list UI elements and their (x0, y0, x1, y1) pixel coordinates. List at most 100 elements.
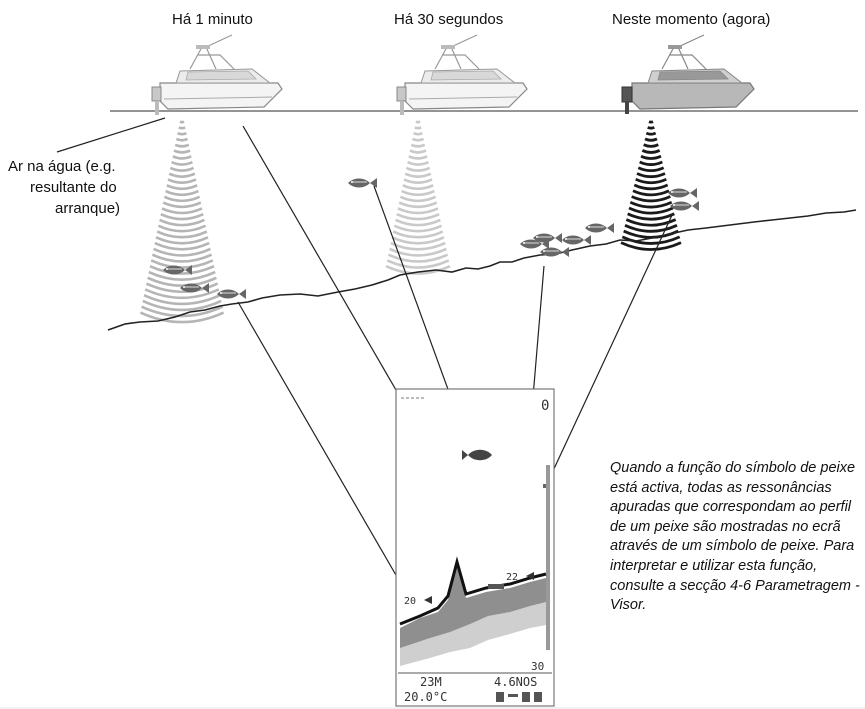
sonar-arc (639, 160, 663, 166)
sonar-arc (178, 126, 186, 130)
bottom-contour (107, 209, 857, 331)
sonar-arc (401, 189, 435, 197)
sonar-arc (637, 166, 665, 173)
sonar-arc (160, 212, 204, 221)
display-fish-depth-a: 20 (404, 596, 416, 607)
sonar-arc (149, 265, 215, 275)
leader-lines (56, 117, 674, 590)
label-one-minute-ago: Há 1 minuto (172, 11, 253, 28)
sonar-arc (632, 189, 670, 197)
sonar-arc (385, 265, 451, 275)
sonar-arc (174, 143, 190, 148)
sonar-arc (407, 160, 429, 166)
sonar-arc (402, 184, 434, 191)
sonar-arc (411, 137, 425, 142)
sonar-arc (624, 224, 678, 233)
sonar-arc (620, 241, 682, 251)
sonar-arc (387, 253, 449, 263)
sonar-arc (644, 137, 658, 142)
sonar-arc (171, 160, 193, 166)
sonar-arc (145, 282, 219, 293)
fish-under-current-boat (667, 187, 700, 212)
sonar-arc (636, 172, 666, 179)
sonar-arc (173, 149, 191, 154)
display-battery-icon (496, 692, 542, 702)
sonar-arc (640, 154, 662, 160)
sonar-arc (167, 178, 197, 184)
sonar-arc (396, 212, 440, 221)
sonar-arc (161, 207, 203, 215)
sonar-arc (393, 224, 443, 233)
sonar-arc (414, 126, 422, 130)
sonar-arc (409, 149, 427, 154)
sonar-arc (398, 201, 438, 209)
display-bottom-range: 30 (531, 660, 544, 673)
sonar-arc (629, 201, 673, 209)
display-fish-depth-b: 22 (506, 572, 518, 583)
boat-now (621, 34, 755, 114)
sonar-arc (413, 132, 423, 136)
sonar-arc (169, 166, 195, 172)
sonar-arc (156, 230, 208, 239)
display-temperature: 20.0°C (404, 690, 447, 704)
sonar-arc (165, 189, 199, 197)
sonar-arc (391, 236, 445, 245)
sonar-arc (389, 247, 447, 257)
sonar-arc (647, 126, 655, 130)
sonar-cone-now (620, 120, 682, 251)
label-now: Neste momento (agora) (612, 11, 771, 28)
sonar-arc (627, 212, 675, 221)
fish-school-right (519, 222, 615, 258)
sonar-arc (150, 259, 214, 269)
sonar-arc (405, 166, 431, 172)
sonar-arc (155, 236, 209, 245)
sonar-arc (162, 201, 202, 209)
sonar-arc (163, 195, 201, 203)
sonar-arc (410, 143, 426, 148)
sonar-arc (175, 137, 189, 142)
sonar-arc (166, 184, 198, 191)
sonar-arc (172, 155, 192, 160)
boat-thirty-seconds-ago (396, 34, 528, 116)
label-thirty-seconds-ago: Há 30 segundos (394, 11, 504, 28)
sonar-arc (147, 276, 217, 287)
sonar-arc (168, 172, 196, 178)
sonar-arc (625, 218, 677, 227)
sonar-arc (154, 241, 210, 251)
sonar-arc (645, 131, 657, 136)
label-air-in-water-line3: arranque) (55, 200, 121, 217)
label-air-in-water-line1: Ar na água (e.g. (8, 158, 116, 175)
display-top-range: 0 (541, 398, 549, 414)
label-air-in-water-line2: resultante do (30, 179, 117, 196)
display-depth: 23M (420, 675, 442, 689)
sonar-arc (403, 178, 433, 184)
sonar-arc (148, 270, 216, 281)
sonar-arc (633, 183, 669, 191)
display-fish-symbol (468, 449, 492, 461)
sonar-arc (399, 195, 437, 203)
sonar-cone-one-minute-ago (139, 120, 225, 324)
fishfinder-display: 0 20 22 30 23M 4.6NOS 20.0°C (395, 388, 555, 707)
fish-symbol-caption: Quando a função do símbolo de peixe está… (610, 460, 860, 614)
sonar-arc (635, 177, 667, 185)
sonar-arc (143, 293, 221, 306)
sonar-arc (144, 288, 220, 300)
sonar-arc (641, 149, 661, 154)
fish-single-mid-water (347, 177, 378, 189)
sonar-arc (141, 305, 223, 318)
sonar-arc (386, 259, 450, 269)
sonar-arc (395, 218, 441, 227)
sonar-arc (157, 224, 207, 233)
sonar-arc (177, 132, 187, 136)
sonar-arc (151, 253, 213, 263)
sonar-arc (643, 143, 659, 148)
sonar-arc (397, 207, 439, 215)
sonar-arc (631, 195, 671, 203)
sonar-arc (628, 206, 674, 215)
sonar-arc (404, 172, 432, 178)
sonar-cone-thirty-seconds-ago (385, 120, 451, 275)
sonar-arc (139, 311, 225, 324)
display-speed: 4.6NOS (494, 675, 537, 689)
sonar-arc (153, 247, 211, 257)
